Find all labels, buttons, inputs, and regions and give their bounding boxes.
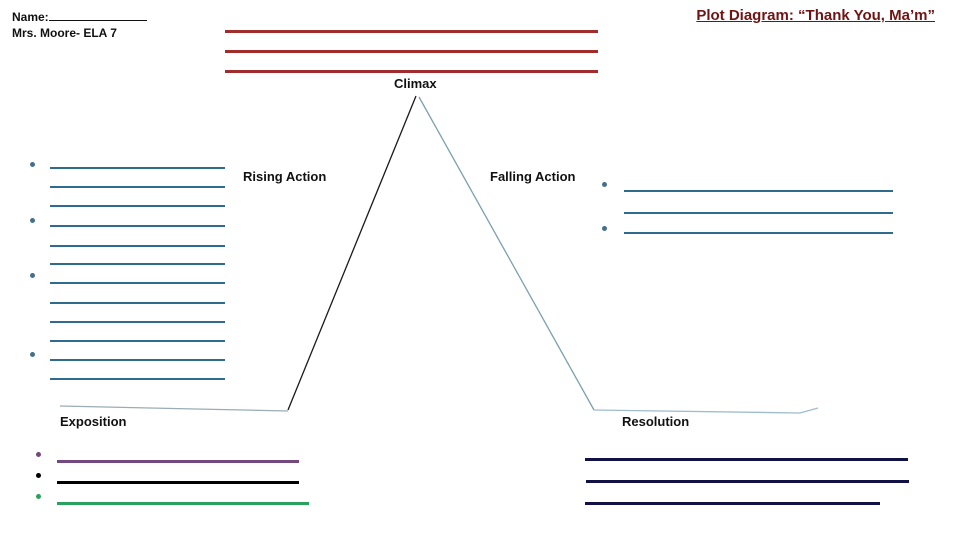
bullet-dot xyxy=(30,218,35,223)
bullet-dot xyxy=(30,162,35,167)
bullet-dot xyxy=(30,273,35,278)
note-answer-line[interactable] xyxy=(50,378,225,380)
falling-action-label: Falling Action xyxy=(490,169,576,184)
note-answer-line[interactable] xyxy=(50,205,225,207)
bottom-answer-line[interactable] xyxy=(585,502,880,505)
name-blank-line[interactable] xyxy=(48,8,147,21)
note-answer-line[interactable] xyxy=(50,263,225,265)
resolution-baseline xyxy=(593,407,819,414)
note-answer-line[interactable] xyxy=(50,282,225,284)
bottom-answer-line[interactable] xyxy=(57,502,309,505)
resolution-label: Resolution xyxy=(622,414,690,429)
note-answer-line[interactable] xyxy=(50,225,225,227)
name-line: Name: xyxy=(12,8,147,25)
bullet-dot xyxy=(30,352,35,357)
climax-label: Climax xyxy=(394,76,437,91)
falling-action-line xyxy=(418,96,595,411)
worksheet-title: Plot Diagram: “Thank You, Ma’m” xyxy=(696,7,935,24)
note-answer-line[interactable] xyxy=(624,232,893,234)
bottom-answer-line[interactable] xyxy=(586,480,909,483)
red-answer-line[interactable] xyxy=(225,50,598,53)
rising-action-label: Rising Action xyxy=(243,169,327,184)
note-answer-line[interactable] xyxy=(50,245,225,247)
exposition-baseline xyxy=(59,405,289,412)
name-label: Name: xyxy=(12,10,49,24)
red-answer-line[interactable] xyxy=(225,70,598,73)
bottom-answer-line[interactable] xyxy=(57,460,299,463)
bullet-dot xyxy=(36,494,41,499)
bullet-dot xyxy=(36,473,41,478)
teacher-name: Mrs. Moore- ELA 7 xyxy=(12,26,117,40)
bullet-dot xyxy=(602,226,607,231)
bullet-dot xyxy=(36,452,41,457)
note-answer-line[interactable] xyxy=(50,302,225,304)
note-answer-line[interactable] xyxy=(50,359,225,361)
exposition-label: Exposition xyxy=(60,414,127,429)
rising-action-line xyxy=(287,95,417,411)
note-answer-line[interactable] xyxy=(50,321,225,323)
bottom-answer-line[interactable] xyxy=(57,481,299,484)
note-answer-line[interactable] xyxy=(50,167,225,169)
bullet-dot xyxy=(602,182,607,187)
note-answer-line[interactable] xyxy=(624,190,893,192)
header-left: Name: Mrs. Moore- ELA 7 xyxy=(12,8,147,41)
note-answer-line[interactable] xyxy=(624,212,893,214)
note-answer-line[interactable] xyxy=(50,340,225,342)
note-answer-line[interactable] xyxy=(50,186,225,188)
red-answer-line[interactable] xyxy=(225,30,598,33)
bottom-answer-line[interactable] xyxy=(585,458,908,461)
